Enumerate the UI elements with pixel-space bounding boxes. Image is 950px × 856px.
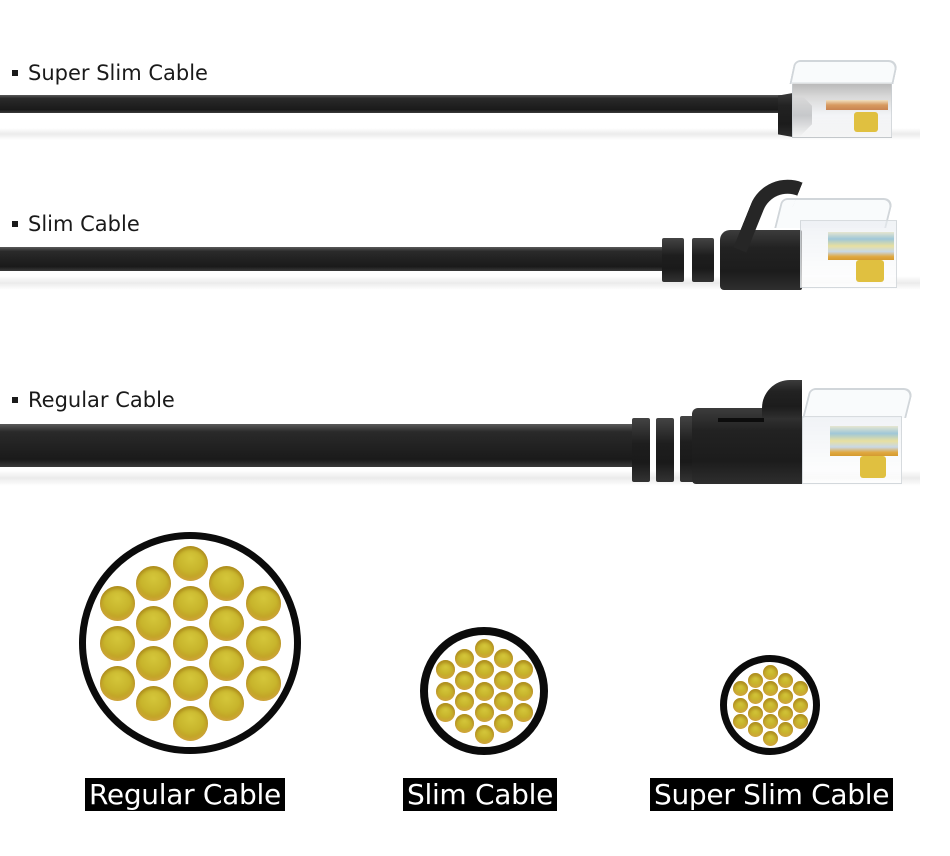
strand-icon	[762, 730, 778, 746]
strand-icon	[99, 665, 135, 701]
row-label-text: Super Slim Cable	[28, 61, 208, 85]
super-slim-cable	[0, 95, 790, 113]
strand-icon	[99, 625, 135, 661]
regular-connector-icon	[630, 378, 914, 488]
strand-icon	[245, 665, 281, 701]
strand-icon	[435, 660, 455, 679]
row-label-slim: Slim Cable	[12, 212, 140, 236]
strand-icon	[747, 672, 763, 688]
strand-icon	[762, 664, 778, 680]
strand-icon	[762, 681, 778, 696]
strand-icon	[792, 697, 808, 713]
row-label-text: Regular Cable	[28, 388, 175, 412]
strand-icon	[474, 660, 494, 679]
strand-icon	[435, 681, 455, 701]
strand-icon	[455, 692, 474, 712]
strand-icon	[494, 670, 513, 690]
strand-icon	[209, 605, 244, 641]
strand-icon	[777, 689, 793, 705]
strand-icon	[172, 625, 208, 661]
strand-icon	[762, 714, 778, 729]
bullet-icon	[12, 70, 18, 76]
strand-icon	[172, 585, 208, 621]
slim-cross-section	[420, 627, 548, 755]
strand-icon	[455, 670, 474, 690]
cable-shadow	[0, 276, 920, 290]
strand-icon	[792, 714, 808, 729]
strand-icon	[513, 660, 533, 679]
row-label-super-slim: Super Slim Cable	[12, 61, 208, 85]
strand-icon	[136, 565, 171, 601]
strand-icon	[777, 705, 793, 721]
regular-cross-section	[79, 532, 301, 754]
tag-slim-cable: Slim Cable	[403, 778, 557, 811]
slim-cable	[0, 247, 680, 271]
strand-icon	[732, 714, 748, 729]
strand-icon	[792, 681, 808, 696]
strand-icon	[777, 672, 793, 688]
strand-icon	[455, 649, 474, 669]
strand-icon	[494, 713, 513, 733]
strand-icon	[513, 681, 533, 701]
strand-icon	[474, 724, 494, 744]
strand-icon	[245, 585, 281, 621]
strand-icon	[209, 645, 244, 681]
strand-icon	[474, 703, 494, 722]
strand-icon	[136, 685, 171, 721]
strand-icon	[245, 625, 281, 661]
strand-icon	[474, 638, 494, 658]
strand-icon	[747, 705, 763, 721]
strand-icon	[747, 689, 763, 705]
bullet-icon	[12, 397, 18, 403]
strand-icon	[209, 565, 244, 601]
strand-icon	[777, 722, 793, 738]
strand-icon	[455, 713, 474, 733]
strand-icon	[99, 585, 135, 621]
super-slim-cross-section	[720, 655, 820, 755]
boot-slot	[718, 418, 764, 422]
strand-icon	[172, 705, 208, 741]
strand-icon	[732, 697, 748, 713]
strand-icon	[172, 545, 208, 581]
bullet-icon	[12, 221, 18, 227]
tag-super-slim-cable: Super Slim Cable	[650, 778, 894, 811]
strand-icon	[136, 645, 171, 681]
strand-icon	[435, 703, 455, 722]
strand-icon	[494, 649, 513, 669]
strand-icon	[136, 605, 171, 641]
strand-icon	[474, 681, 494, 701]
strand-icon	[762, 697, 778, 713]
strand-icon	[209, 685, 244, 721]
regular-cable	[0, 424, 650, 467]
slim-connector-icon	[660, 167, 905, 295]
strand-icon	[513, 703, 533, 722]
row-label-regular: Regular Cable	[12, 388, 175, 412]
strand-icon	[732, 681, 748, 696]
cable-shadow	[0, 128, 920, 140]
strand-icon	[494, 692, 513, 712]
row-label-text: Slim Cable	[28, 212, 140, 236]
super-slim-connector-icon	[778, 60, 899, 140]
tag-regular-cable: Regular Cable	[85, 778, 285, 811]
strand-icon	[747, 722, 763, 738]
strand-icon	[172, 665, 208, 701]
